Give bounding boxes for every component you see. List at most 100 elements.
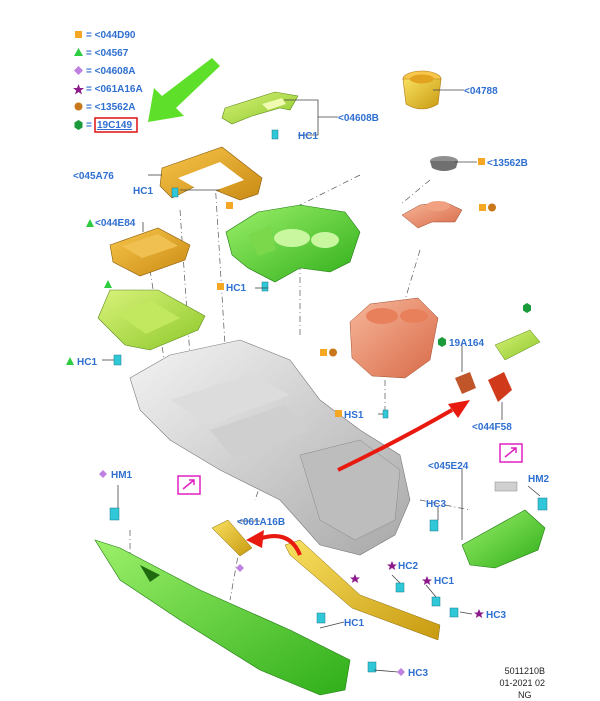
circle-icon xyxy=(488,203,496,212)
legend-text: = <04608A xyxy=(86,66,136,77)
clip-icon xyxy=(271,129,279,140)
label-hs1: HS1 xyxy=(344,410,364,421)
symbol-markers xyxy=(66,158,531,676)
clip-icon xyxy=(537,497,548,511)
part-045A76-frame xyxy=(159,146,263,201)
diamond-icon xyxy=(99,470,107,478)
circle-icon xyxy=(329,348,337,357)
green-arrow-icon xyxy=(148,58,220,122)
label-hc3-right: HC3 xyxy=(426,499,446,510)
label-hc1-bot: HC1 xyxy=(434,576,454,587)
part-19A164-module xyxy=(455,329,541,402)
label-13562B: <13562B xyxy=(487,158,528,169)
diamond-icon xyxy=(236,564,244,572)
legend-row-circle: = <13562A xyxy=(74,102,136,113)
part-cup-holder xyxy=(349,297,439,379)
hexagon-icon xyxy=(74,120,83,130)
star-icon xyxy=(73,84,84,95)
legend-text: = <061A16A xyxy=(86,84,143,95)
part-cup-plate xyxy=(401,201,463,229)
clips xyxy=(109,129,548,673)
legend-text: = xyxy=(86,120,92,131)
label-hc1-left: HC1 xyxy=(77,357,97,368)
legend-row-star: = <061A16A xyxy=(73,84,143,95)
legend-highlight-code: 19C149 xyxy=(97,120,132,131)
legend-row-diamond: = <04608A xyxy=(74,66,136,77)
square-icon xyxy=(479,204,486,211)
clip-icon xyxy=(316,612,326,624)
detail-callout-icon xyxy=(177,475,201,495)
diamond-icon xyxy=(74,66,83,75)
diamond-icon xyxy=(397,668,405,676)
part-045E24-endcap xyxy=(461,481,546,569)
label-hc1-top: HC1 xyxy=(298,131,318,142)
triangle-icon xyxy=(86,219,94,227)
label-045E24: <045E24 xyxy=(428,461,469,472)
leader-lines xyxy=(102,89,541,673)
square-icon xyxy=(320,349,327,356)
red-arrow-icon xyxy=(246,530,302,556)
triangle-icon xyxy=(74,48,83,56)
label-hm1: HM1 xyxy=(111,470,133,481)
highlight-box xyxy=(94,117,138,133)
label-04788: <04788 xyxy=(464,86,498,97)
label-hc2: HC2 xyxy=(398,561,418,572)
part-061A16B-bracket xyxy=(211,519,253,557)
star-icon xyxy=(474,609,484,618)
label-045A76: <045A76 xyxy=(73,171,114,182)
clip-icon xyxy=(449,607,459,618)
reference-block: 5011210B 01-2021 02 NG xyxy=(499,666,545,700)
part-04608B-bezel xyxy=(221,91,299,125)
legend-text: = <13562A xyxy=(86,102,136,113)
reference-suffix: NG xyxy=(518,690,532,700)
square-icon xyxy=(335,410,342,417)
star-icon xyxy=(422,576,432,585)
legend-text: = <04567 xyxy=(86,48,129,59)
clip-icon xyxy=(171,187,179,198)
square-icon xyxy=(75,31,82,38)
clip-icon xyxy=(113,354,122,366)
legend-text: = <044D90 xyxy=(86,30,136,41)
square-icon xyxy=(478,158,485,165)
clip-icon xyxy=(431,596,441,607)
reference-code: 5011210B xyxy=(505,666,545,676)
label-044F58: <044F58 xyxy=(472,422,512,433)
clip-icon xyxy=(382,409,389,419)
clip-icon xyxy=(261,281,269,292)
clip-icon xyxy=(109,507,120,521)
part-04788-cup-insert xyxy=(402,70,442,110)
clip-icon xyxy=(367,661,377,673)
triangle-icon xyxy=(104,280,112,288)
label-hc1-bezel: HC1 xyxy=(133,186,153,197)
label-hm2: HM2 xyxy=(528,474,550,485)
star-icon xyxy=(350,574,360,583)
label-hc3-bot: HC3 xyxy=(486,610,506,621)
part-labels: <04788 <04608B HC1 <045A76 HC1 <13562B <… xyxy=(73,86,550,679)
label-061A16B: <061A16B xyxy=(237,517,285,528)
label-19A164: 19A164 xyxy=(449,338,484,349)
reference-date: 01-2021 02 xyxy=(499,678,545,688)
legend-row-square: = <044D90 xyxy=(75,30,136,41)
label-hc1-trim: HC1 xyxy=(344,618,364,629)
circle-icon xyxy=(74,102,83,111)
clip-icon xyxy=(395,582,405,593)
triangle-icon xyxy=(66,357,74,365)
star-icon xyxy=(387,561,397,570)
label-hc1-mid: HC1 xyxy=(226,283,246,294)
part-trim-rail xyxy=(284,539,441,641)
square-icon xyxy=(217,283,224,290)
part-13562B-cap xyxy=(430,156,458,171)
hexagon-icon xyxy=(523,303,531,313)
part-side-tray xyxy=(97,289,206,351)
part-console-body xyxy=(129,339,411,556)
legend-row-triangle: = <04567 xyxy=(74,48,129,59)
legend-row-hexagon: = 19C149 xyxy=(74,117,138,133)
part-044E84-bin xyxy=(109,227,191,277)
square-icon xyxy=(226,202,233,209)
label-044E84: <044E84 xyxy=(95,218,136,229)
part-console-top-panel xyxy=(225,204,361,283)
label-hc3-trim: HC3 xyxy=(408,668,428,679)
label-04608B: <04608B xyxy=(338,113,379,124)
hexagon-icon xyxy=(438,337,446,347)
